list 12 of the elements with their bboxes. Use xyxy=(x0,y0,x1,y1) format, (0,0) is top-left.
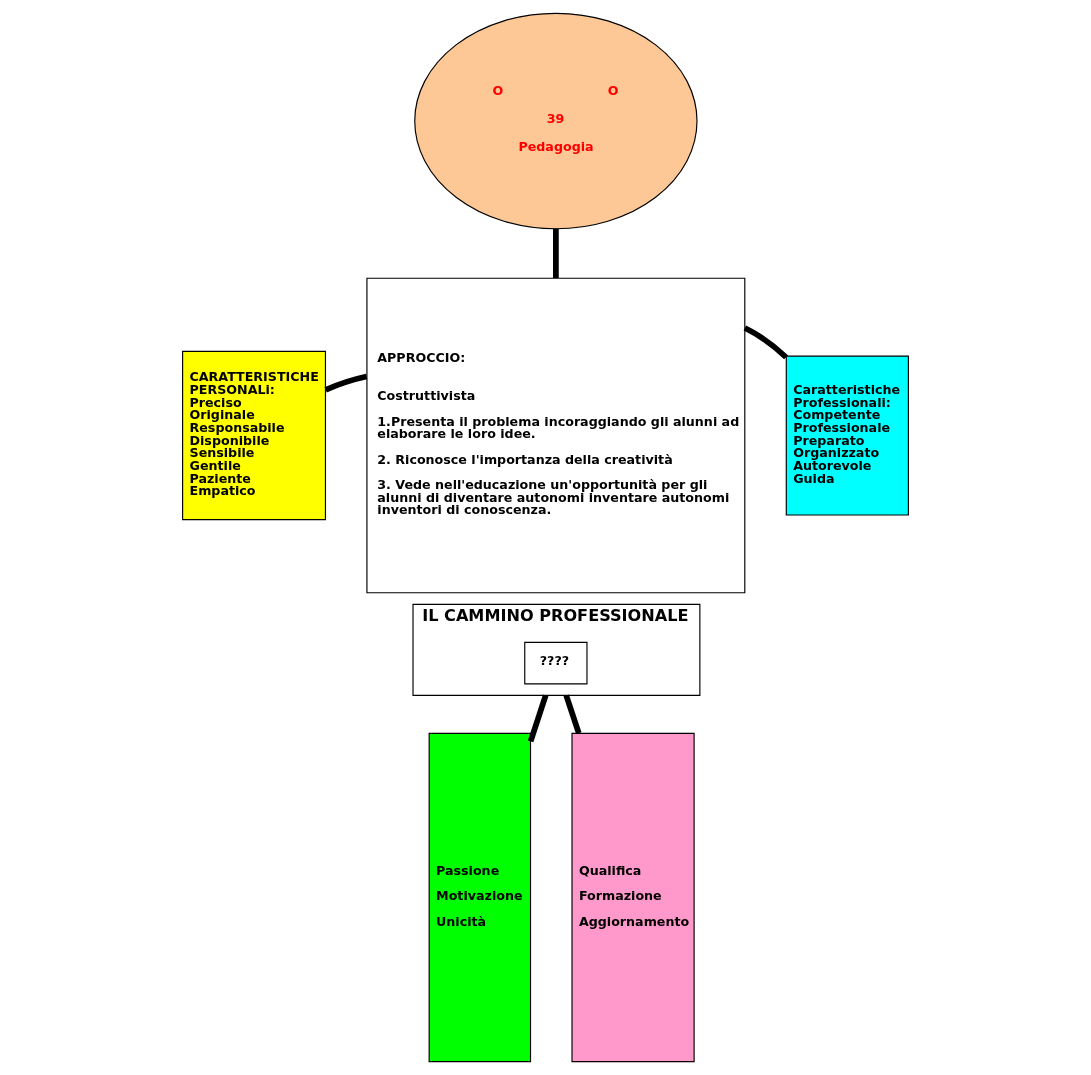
connector xyxy=(553,228,559,278)
node-box: CARATTERISTICHE PERSONALi: Preciso Originale Responsabile Disponibile Sensibile Gentile Paziente Empatico xyxy=(182,350,327,521)
connector xyxy=(527,694,549,743)
node-box: Passione Motivazione Unicità xyxy=(428,732,532,1063)
node-ellipse: O O 39 Pedagogia xyxy=(414,12,698,230)
node-box: APPROCCIO: Costruttivista 1.Presenta il problema incoraggiando gli alunni ad elaborare le loro idee. 2. Riconosce l'importanza della creatività 3. Vede nell'educazione un'opportunità per gli alunni di diventare autonomi inventare autonomi inventori di conoscenza. xyxy=(366,277,746,594)
node-box: ???? xyxy=(524,641,588,685)
connector xyxy=(743,325,789,360)
connector xyxy=(324,373,368,393)
connector xyxy=(563,694,582,734)
node-box: Qualifica Formazione Aggiornamento xyxy=(571,732,695,1063)
node-box: Caratteristiche Professionali: Competente Professionale Preparato Organizzato Autorevole Guida xyxy=(785,355,909,516)
